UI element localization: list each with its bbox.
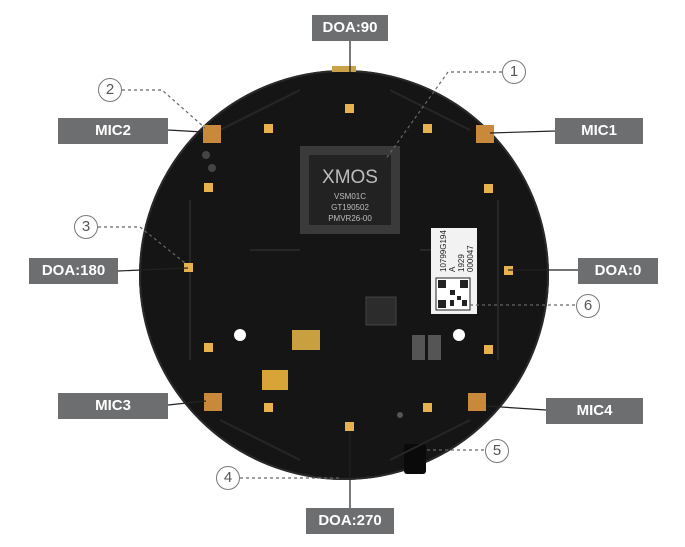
callout-4: 4: [216, 466, 240, 490]
callout-3: 3: [74, 215, 98, 239]
inductor-1: [412, 335, 425, 360]
label-mic3: MIC3: [58, 393, 168, 419]
label-doa-90: DOA:90: [312, 15, 388, 41]
label-doa-180: DOA:180: [29, 258, 118, 284]
mounting-holes: [202, 151, 465, 418]
label-doa-270: DOA:270: [306, 508, 394, 534]
xmos-chip: XMOS VSM01C GT190502 PMVR26-00: [300, 146, 400, 234]
label-mic2: MIC2: [58, 118, 168, 144]
codec-chip: [365, 296, 397, 326]
leader-lines: [117, 37, 578, 508]
pcb-board: [139, 70, 549, 480]
callout-dashed-lines: [98, 71, 575, 479]
chip-brand: XMOS: [322, 167, 378, 188]
mic1-pad: [476, 125, 494, 143]
qr-line-3: 1929: [457, 254, 466, 272]
mic4-pad: [468, 393, 486, 411]
callout-5: 5: [485, 439, 509, 463]
inductor-2: [428, 335, 441, 360]
qr-line-4: 000047: [466, 245, 475, 272]
qr-line-1: 10799G194: [439, 230, 448, 272]
callout-2: 2: [98, 78, 122, 102]
chip-line-3: PMVR26-00: [328, 214, 372, 223]
tantalum-cap-1: [292, 330, 320, 350]
label-mic4: MIC4: [546, 398, 643, 424]
chip-line-2: GT190502: [331, 203, 369, 212]
chip-line-1: VSM01C: [334, 192, 366, 201]
mic2-pad: [203, 125, 221, 143]
mic-pads: [203, 125, 494, 411]
mic3-pad: [204, 393, 222, 411]
qr-label: 10799G194 A 1929 000047: [431, 228, 477, 314]
label-doa-0: DOA:0: [578, 258, 658, 284]
callout-6: 6: [576, 294, 600, 318]
top-connector: [332, 66, 356, 72]
label-mic1: MIC1: [555, 118, 643, 144]
callout-1: 1: [502, 60, 526, 84]
audio-jack: [404, 444, 426, 474]
qr-line-2: A: [448, 266, 457, 272]
tantalum-cap-2: [262, 370, 288, 390]
